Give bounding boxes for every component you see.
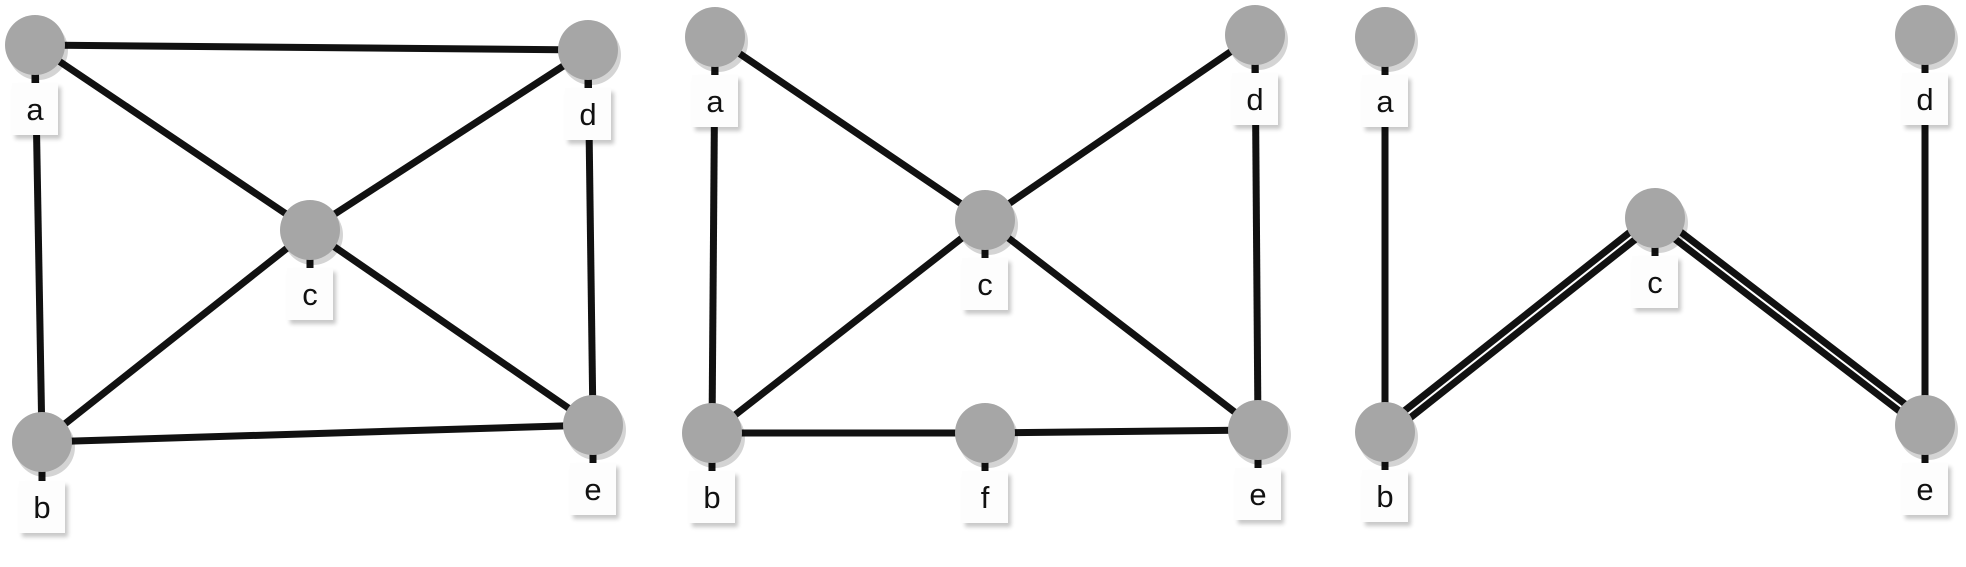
- node-graph-1-e[interactable]: [563, 395, 623, 455]
- node-graph-3-b[interactable]: [1355, 402, 1415, 462]
- edge-graph-1-c-d: [308, 47, 590, 233]
- node-label-text: d: [579, 96, 597, 132]
- node-label-graph-2-e[interactable]: e: [1235, 468, 1281, 520]
- edge-graph-3-b-c-2: [1385, 218, 1660, 439]
- edge-graph-3-c-e-2: [1650, 218, 1925, 432]
- node-label-text: f: [980, 479, 990, 515]
- edge-graph-2-c-e: [982, 217, 1261, 433]
- node-graph-2-d[interactable]: [1225, 5, 1285, 65]
- node-label-graph-2-a[interactable]: a: [692, 75, 738, 127]
- node-label-graph-1-d[interactable]: d: [565, 88, 611, 140]
- edge-graph-2-a-c: [713, 34, 987, 223]
- node-graph-1-a[interactable]: [5, 15, 65, 75]
- node-graph-1-b[interactable]: [12, 412, 72, 472]
- edge-graph-1-c-b: [39, 227, 313, 445]
- node-label-graph-3-c[interactable]: c: [1632, 256, 1678, 308]
- node-label-text: b: [33, 489, 51, 525]
- node-graph-2-c[interactable]: [955, 190, 1015, 250]
- edge-graph-2-c-d: [983, 32, 1257, 223]
- node-label-graph-3-d[interactable]: d: [1902, 73, 1948, 125]
- node-label-graph-3-e[interactable]: e: [1902, 463, 1948, 515]
- edge-graph-2-f-e: [984, 426, 1259, 437]
- node-graph-2-f[interactable]: [955, 403, 1015, 463]
- node-label-text: d: [1246, 81, 1264, 117]
- edge-graph-1-c-e: [308, 227, 595, 428]
- edges-layer: [31, 32, 1930, 446]
- node-label-text: e: [584, 471, 602, 507]
- node-label-graph-1-c[interactable]: c: [287, 268, 333, 320]
- node-graph-3-c[interactable]: [1625, 188, 1685, 248]
- node-label-text: e: [1249, 476, 1267, 512]
- edge-graph-1-a-c: [33, 42, 312, 233]
- node-label-graph-2-b[interactable]: b: [689, 471, 735, 523]
- node-label-graph-3-b[interactable]: b: [1362, 470, 1408, 522]
- node-graph-3-e[interactable]: [1895, 395, 1955, 455]
- node-graph-3-a[interactable]: [1355, 7, 1415, 67]
- edge-graph-1-b-e: [41, 421, 594, 446]
- node-graph-2-e[interactable]: [1228, 400, 1288, 460]
- node-label-text: c: [1647, 264, 1663, 300]
- node-label-graph-2-f[interactable]: f: [962, 471, 1008, 523]
- node-label-text: a: [26, 91, 44, 127]
- node-label-graph-3-a[interactable]: a: [1362, 75, 1408, 127]
- node-label-text: d: [1916, 81, 1934, 117]
- node-label-text: b: [703, 479, 721, 515]
- node-label-text: a: [706, 83, 724, 119]
- node-graph-3-d[interactable]: [1895, 5, 1955, 65]
- node-graph-1-c[interactable]: [280, 200, 340, 260]
- node-label-graph-2-d[interactable]: d: [1232, 73, 1278, 125]
- node-label-text: a: [1376, 83, 1394, 119]
- node-label-text: b: [1376, 478, 1394, 514]
- nodes-layer: [5, 5, 1958, 477]
- node-graph-2-a[interactable]: [685, 7, 745, 67]
- edge-graph-3-c-e-1: [1655, 211, 1930, 425]
- node-label-text: c: [302, 276, 318, 312]
- node-label-text: c: [977, 266, 993, 302]
- edge-graph-3-b-c-1: [1380, 211, 1655, 432]
- node-label-graph-1-e[interactable]: e: [570, 463, 616, 515]
- node-label-graph-2-c[interactable]: c: [962, 258, 1008, 310]
- node-label-graph-1-a[interactable]: a: [12, 83, 58, 135]
- node-label-text: e: [1916, 471, 1934, 507]
- node-graph-1-d[interactable]: [558, 20, 618, 80]
- edge-graph-2-c-b: [709, 217, 988, 436]
- node-graph-2-b[interactable]: [682, 403, 742, 463]
- edge-graph-1-a-d: [34, 41, 589, 54]
- node-label-graph-1-b[interactable]: b: [19, 481, 65, 533]
